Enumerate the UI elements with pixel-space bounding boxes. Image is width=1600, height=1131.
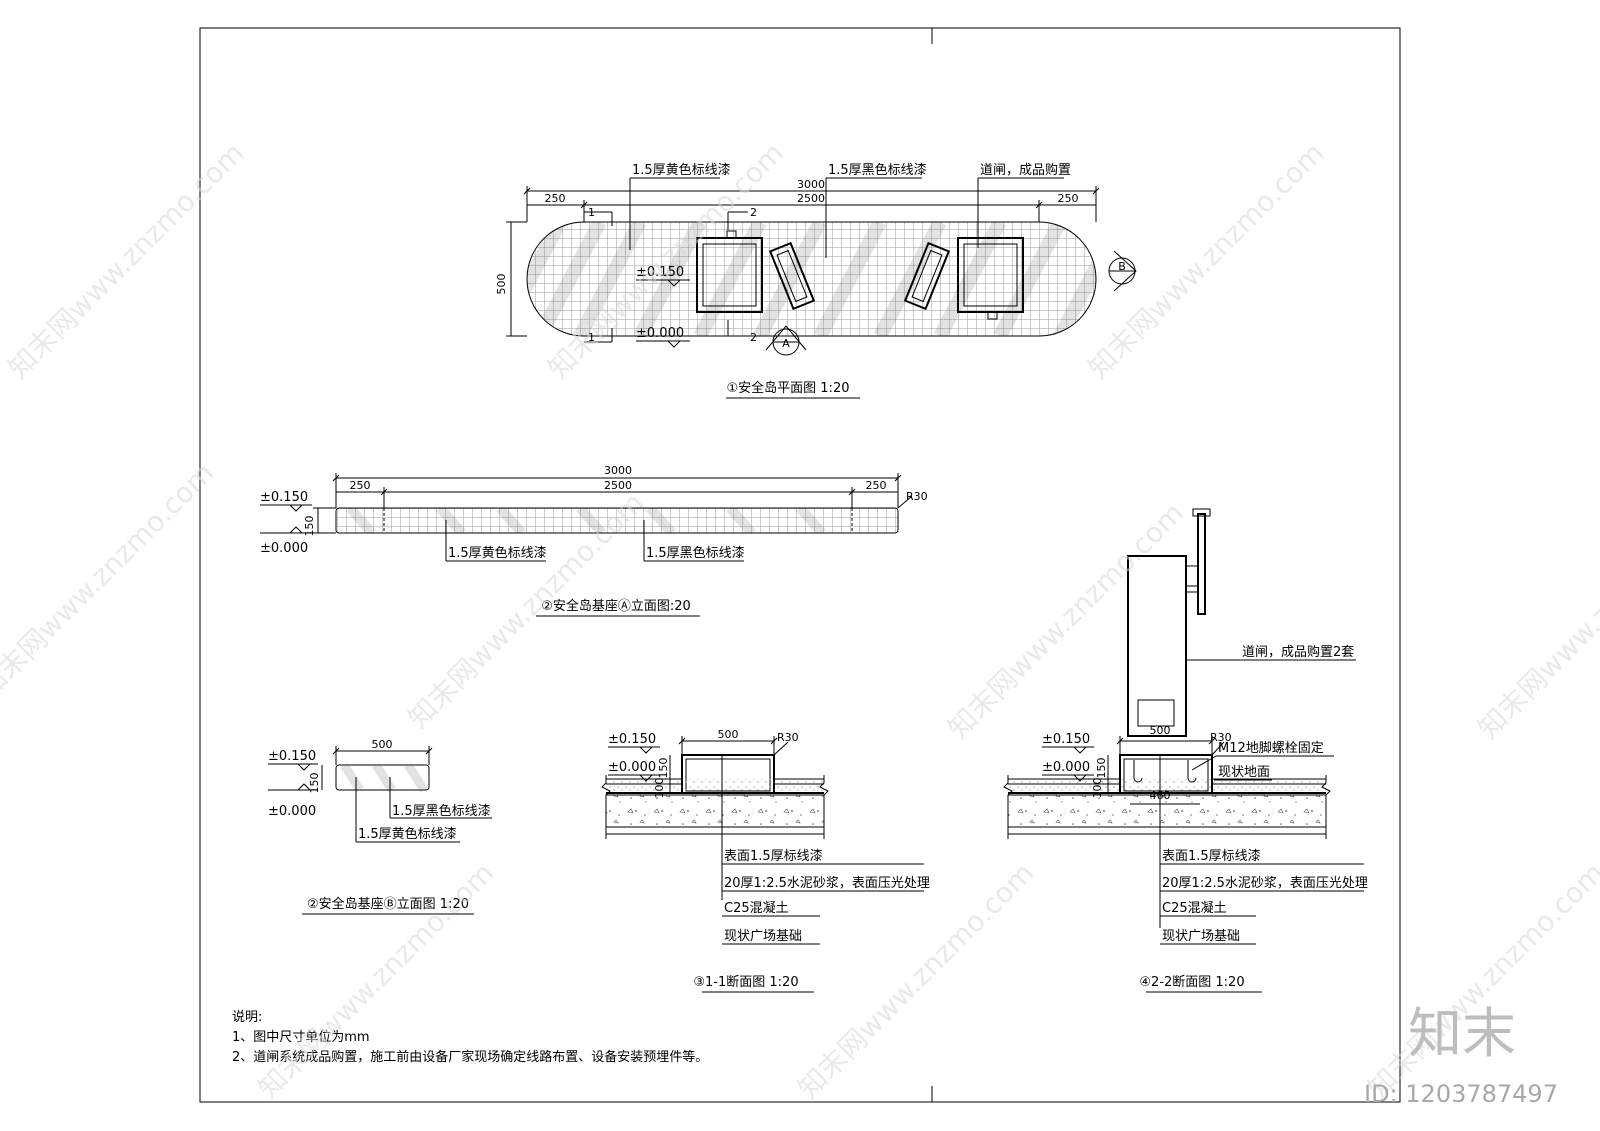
notes-item-1: 1、图中尺寸单位为mm xyxy=(232,1030,370,1045)
plan-view: 3000 250 2500 250 500 1.5厚黄色标线漆 1.5厚黑色标线… xyxy=(495,162,1137,399)
sec22-dim-width: 500 xyxy=(1150,724,1171,737)
elevB-dim-width: 500 xyxy=(372,738,393,751)
plan-dim-left: 250 xyxy=(545,192,566,205)
elevB-yellow-label: 1.5厚黄色标线漆 xyxy=(358,826,457,842)
plan-sec1-bottom: 1 xyxy=(588,331,595,344)
plan-dim-height: 500 xyxy=(495,274,508,295)
sec22-title: ④2-2断面图 1:20 xyxy=(1139,975,1244,990)
plan-title: ①安全岛平面图 1:20 xyxy=(727,380,850,396)
plan-elev-low: ±0.000 xyxy=(636,326,684,341)
elevB-elev-low: ±0.000 xyxy=(268,804,316,819)
sec22-layer-3: C25混凝土 xyxy=(1162,900,1227,916)
plan-sec2-top: 2 xyxy=(750,206,757,219)
gate-machine-body xyxy=(1127,555,1187,737)
sec22-dim-h150: 150 xyxy=(1095,758,1108,779)
elevA-elev-high: ±0.150 xyxy=(260,490,308,505)
notes: 说明: 1、图中尺寸单位为mm 2、道闸系统成品购置，施工前由设备厂家现场确定线… xyxy=(232,1010,708,1065)
elevation-a-view: 3000 250 2500 250 R30 150 ±0.150 ±0.000 … xyxy=(260,464,928,617)
elevA-dim-left: 250 xyxy=(350,479,371,492)
gate-panel-left xyxy=(768,241,816,311)
watermark-6: 知末网www.znzmo.com xyxy=(942,496,1191,745)
sec22-bolt-span: 460 xyxy=(1150,789,1171,802)
elevA-yellow-label: 1.5厚黄色标线漆 xyxy=(448,545,547,561)
plan-gate-label: 道闸，成品购置 xyxy=(980,162,1071,178)
sec22-ground-label: 现状地面 xyxy=(1218,765,1270,780)
elevA-elev-low: ±0.000 xyxy=(260,541,308,556)
watermark-7: 知末网www.znzmo.com xyxy=(1472,496,1600,745)
sec11-dim-h150: 150 xyxy=(657,758,670,779)
elevB-elev-high: ±0.150 xyxy=(268,749,316,764)
sec11-dim-width: 500 xyxy=(718,728,739,741)
watermark-logo: 知末 xyxy=(1408,1002,1516,1065)
elevA-black-label: 1.5厚黑色标线漆 xyxy=(646,545,745,561)
section-2-2-view: 500 R30 460 150 100 ±0.150 ±0.000 道闸，成品购… xyxy=(1003,508,1368,993)
sec11-layer-4: 现状广场基础 xyxy=(724,929,802,944)
sec22-radius: R30 xyxy=(1210,731,1232,744)
sec11-layer-3: C25混凝土 xyxy=(724,900,789,916)
elevB-dim-height: 150 xyxy=(308,773,321,794)
svg-text:B: B xyxy=(1118,260,1126,273)
sec11-layer-2: 20厚1:2.5水泥砂浆，表面压光处理 xyxy=(724,876,930,891)
watermark-1: 知末网www.znzmo.com xyxy=(2,136,251,385)
plan-sec1-top: 1 xyxy=(588,206,595,219)
watermark-id: ID: 1203787497 xyxy=(1364,1080,1558,1108)
safety-island-outline xyxy=(526,221,1097,337)
view-marker-a: A xyxy=(765,325,807,356)
section-1-1-view: 500 R30 150 100 ±0.150 ±0.000 表面1.5厚标线漆 … xyxy=(601,728,930,993)
sec22-elev-high: ±0.150 xyxy=(1042,732,1090,747)
sec11-radius: R30 xyxy=(777,731,799,744)
sec22-layer-1: 表面1.5厚标线漆 xyxy=(1162,848,1261,864)
watermark-4: 知末网www.znzmo.com xyxy=(0,456,220,705)
elevB-black-label: 1.5厚黑色标线漆 xyxy=(392,803,491,819)
plan-hatch-stripes xyxy=(527,222,1096,336)
elevation-b-view: 500 150 ±0.150 ±0.000 1.5厚黑色标线漆 1.5厚黄色标线… xyxy=(268,738,492,915)
watermark-8: 知末网www.znzmo.com xyxy=(252,856,501,1105)
elevA-dim-height: 150 xyxy=(303,516,316,537)
svg-text:A: A xyxy=(782,337,790,350)
sec22-layer-2: 20厚1:2.5水泥砂浆，表面压光处理 xyxy=(1162,876,1368,891)
sec22-elev-low: ±0.000 xyxy=(1042,760,1090,775)
elevA-title: ②安全岛基座Ⓐ立面图:20 xyxy=(541,598,691,614)
watermark-10: 知末网www.znzmo.com xyxy=(1362,856,1600,1105)
sec11-elev-low: ±0.000 xyxy=(608,760,656,775)
sheet-border xyxy=(199,27,1401,1103)
gate-arm xyxy=(1197,513,1206,615)
sec22-bolt-label: M12地脚螺栓固定 xyxy=(1218,740,1324,756)
plan-yellow-paint-label: 1.5厚黄色标线漆 xyxy=(632,162,731,178)
elevA-dim-mid: 2500 xyxy=(604,479,632,492)
watermark-9: 知末网www.znzmo.com xyxy=(792,856,1041,1105)
sec11-title: ③1-1断面图 1:20 xyxy=(693,975,798,990)
plan-dim-mid: 2500 xyxy=(797,192,825,205)
plan-dim-right: 250 xyxy=(1058,192,1079,205)
sec22-gate-label: 道闸，成品购置2套 xyxy=(1242,644,1354,660)
sec22-layer-4: 现状广场基础 xyxy=(1162,929,1240,944)
elevA-dim-right: 250 xyxy=(866,479,887,492)
notes-item-2: 2、道闸系统成品购置，施工前由设备厂家现场确定线路布置、设备安装预埋件等。 xyxy=(232,1049,708,1065)
sec22-dim-h100: 100 xyxy=(1091,778,1104,799)
elevA-radius: R30 xyxy=(906,490,928,503)
plan-sec2-bottom: 2 xyxy=(750,331,757,344)
plan-dim-total: 3000 xyxy=(797,178,825,191)
plan-elev-high: ±0.150 xyxy=(636,265,684,280)
gate-panel-right xyxy=(903,241,951,311)
plan-black-paint-label: 1.5厚黑色标线漆 xyxy=(828,162,927,178)
notes-heading: 说明: xyxy=(232,1010,262,1025)
elevB-title: ②安全岛基座Ⓑ立面图 1:20 xyxy=(307,896,469,912)
elevA-dim-total: 3000 xyxy=(604,464,632,477)
sec11-dim-h100: 100 xyxy=(653,778,666,799)
view-marker-b: B xyxy=(1108,250,1137,292)
sec11-layer-1: 表面1.5厚标线漆 xyxy=(724,848,823,864)
sec11-elev-high: ±0.150 xyxy=(608,732,656,747)
